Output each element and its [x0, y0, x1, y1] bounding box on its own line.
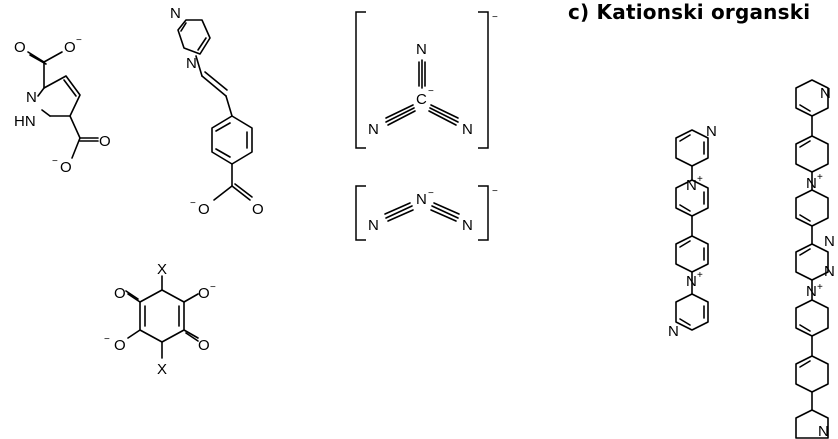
atom-o: O: [114, 337, 126, 354]
atom-n: N: [706, 123, 717, 140]
atom-o: O: [252, 201, 264, 218]
atom-n: N: [368, 217, 379, 234]
bracket-charge: −: [492, 186, 498, 197]
charge-minus: −: [76, 35, 82, 46]
atom-x: X: [157, 261, 167, 278]
atom-n: N: [824, 233, 835, 250]
atom-n: N: [806, 175, 817, 192]
dihydroxy-benzoquinone: X X O − O O O −: [104, 261, 216, 378]
bipyridinium-cation-1: N N + N + N: [668, 123, 717, 340]
atom-o: O: [99, 133, 111, 150]
charge-minus: −: [210, 282, 216, 293]
atom-o: O: [198, 285, 210, 302]
charge-plus: +: [817, 172, 823, 183]
oligopyridinium-cation-2: N N + N N N + N: [795, 79, 835, 439]
atom-n: N: [824, 263, 835, 280]
atom-n: N: [820, 85, 831, 102]
charge-plus: +: [697, 270, 703, 281]
pyrazole-dicarboxylate: O O − N HN O O −: [14, 35, 111, 176]
atom-o: O: [114, 285, 126, 302]
atom-n: N: [818, 423, 829, 439]
atom-n: N: [462, 217, 473, 234]
atom-n: N: [170, 5, 181, 22]
atom-n: N: [668, 323, 679, 340]
atom-n: N: [806, 283, 817, 300]
atom-o: O: [198, 201, 210, 218]
charge-plus: +: [817, 282, 823, 293]
atom-o: O: [14, 39, 26, 56]
bracket-charge: −: [492, 12, 498, 23]
atom-n: N: [462, 121, 473, 138]
dicyanamide: − N N − N: [355, 185, 498, 241]
tricyanomethanide: − N C − N N: [355, 11, 498, 149]
charge-minus: −: [428, 86, 434, 97]
atom-n: N: [686, 177, 697, 194]
atom-n: N: [416, 191, 427, 208]
charge-minus: −: [428, 188, 434, 199]
charge-minus: −: [52, 156, 58, 167]
charge-minus: −: [190, 198, 196, 209]
charge-minus: −: [104, 334, 110, 345]
atom-hn: HN: [14, 113, 36, 130]
atom-o: O: [60, 159, 72, 176]
charge-plus: +: [697, 174, 703, 185]
atom-n: N: [26, 89, 37, 106]
imidazolyl-vinyl-benzoate: N N O O −: [170, 5, 264, 218]
atom-n: N: [686, 273, 697, 290]
atom-c: C: [416, 91, 427, 108]
atom-n: N: [368, 121, 379, 138]
atom-x: X: [157, 361, 167, 378]
atom-n: N: [186, 55, 197, 72]
section-heading: c) Kationski organski: [568, 0, 811, 24]
atom-o: O: [198, 337, 210, 354]
atom-o: O: [64, 39, 76, 56]
atom-n: N: [416, 41, 427, 58]
